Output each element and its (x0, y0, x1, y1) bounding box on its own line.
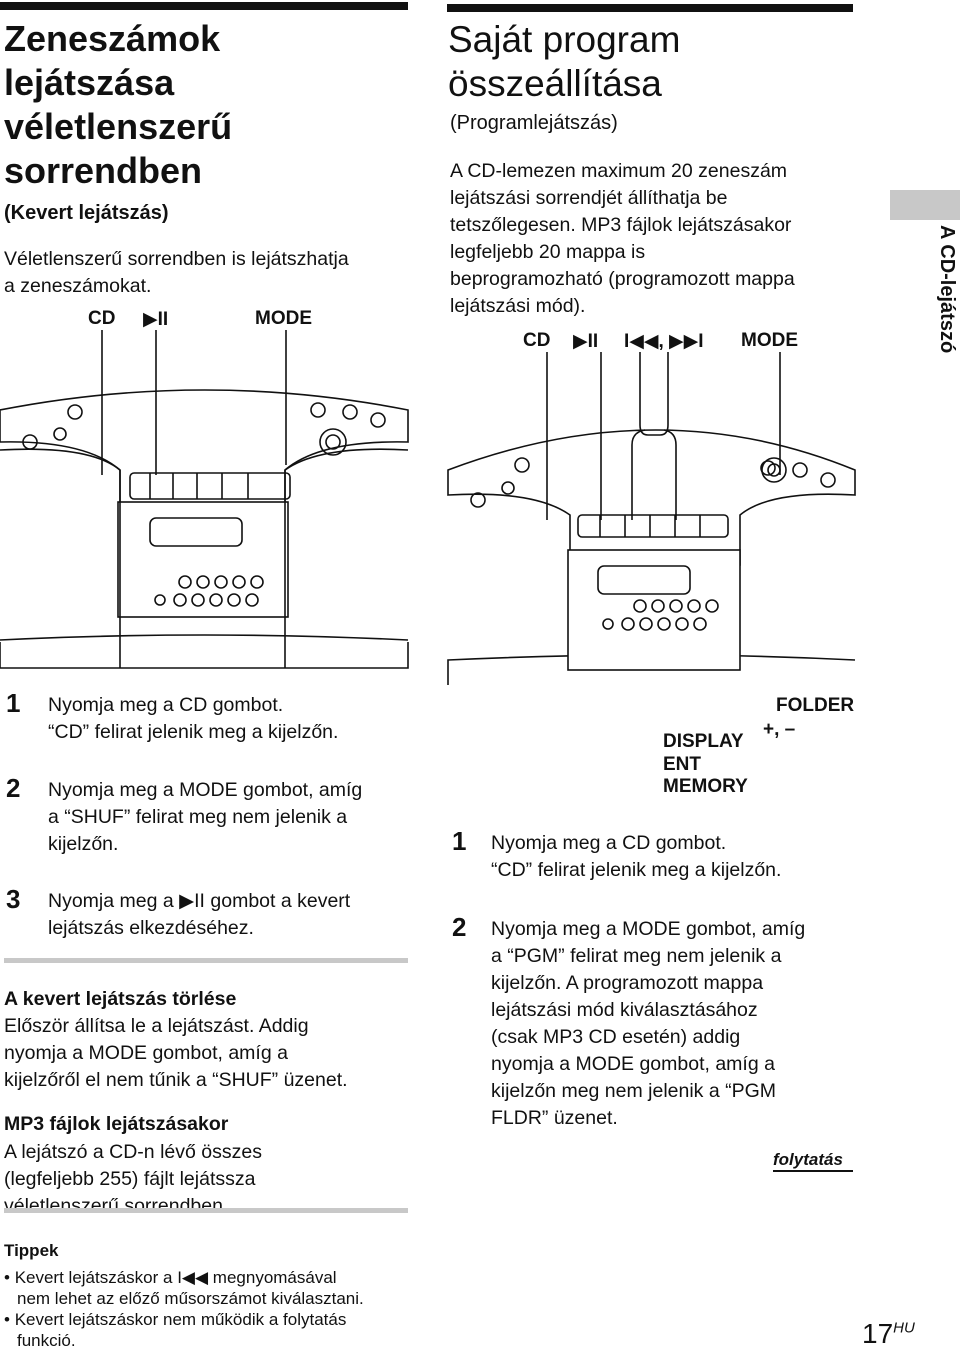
label-cd-right: CD (523, 330, 551, 351)
right-subtitle: (Programlejátszás) (450, 112, 618, 134)
continued-underline (773, 1170, 853, 1172)
right-device-illustration (447, 352, 856, 685)
label-mode-right: MODE (741, 330, 798, 351)
side-tab-label: A CD-lejátszó (936, 225, 958, 354)
label-folder: FOLDER (776, 695, 855, 716)
tips-heading: Tippek (4, 1241, 59, 1260)
tip-item-1: • Kevert lejátszáskor a I◀◀ megnyomásáva… (4, 1268, 337, 1287)
continued-label: folytatás (773, 1150, 843, 1169)
left-intro: Véletlenszerű sorrendben is lejátszhatja… (4, 248, 349, 297)
label-play-right: ▶II (573, 331, 599, 352)
side-tab-marker (890, 190, 960, 220)
left-step-3-number: 3 (6, 884, 21, 914)
cancel-heading: A kevert lejátszás törlése (4, 988, 237, 1010)
label-skip-right: I◀◀, ▶▶I (624, 331, 704, 352)
tip-item-2-cont: funkció. (17, 1331, 76, 1350)
label-plusminus: +, – (763, 719, 796, 740)
left-subtitle: (Kevert lejátszás) (4, 202, 169, 224)
right-step-1-text: Nyomja meg a CD gombot.“CD” felirat jele… (491, 832, 782, 881)
section-divider-1 (4, 958, 408, 963)
label-play-left: ▶II (143, 309, 169, 330)
top-rule-left (0, 2, 408, 10)
left-device-illustration (0, 330, 409, 669)
label-memory: MEMORY (663, 776, 748, 797)
label-ent: ENT (663, 754, 701, 775)
device-illustrations (0, 330, 856, 685)
tips-list: • Kevert lejátszáskor a I◀◀ megnyomásáva… (4, 1267, 364, 1351)
page-number: 17HU (862, 1318, 915, 1349)
label-mode-left: MODE (255, 308, 312, 329)
label-display: DISPLAY (663, 731, 744, 752)
left-step-1-number: 1 (6, 688, 21, 718)
left-step-2-number: 2 (6, 773, 21, 803)
label-cd-left: CD (88, 308, 116, 329)
tip-item-2: • Kevert lejátszáskor nem működik a foly… (4, 1310, 347, 1329)
tip-item-1-cont: nem lehet az előző műsorszámot kiválaszt… (17, 1289, 364, 1308)
top-rule-right (447, 4, 853, 12)
mp3-heading: MP3 fájlok lejátszásakor (4, 1113, 229, 1135)
left-step-1-text: Nyomja meg a CD gombot.“CD” felirat jele… (48, 694, 339, 743)
right-step-2-number: 2 (452, 912, 467, 942)
section-divider-2 (4, 1208, 408, 1213)
right-step-1-number: 1 (452, 826, 467, 856)
